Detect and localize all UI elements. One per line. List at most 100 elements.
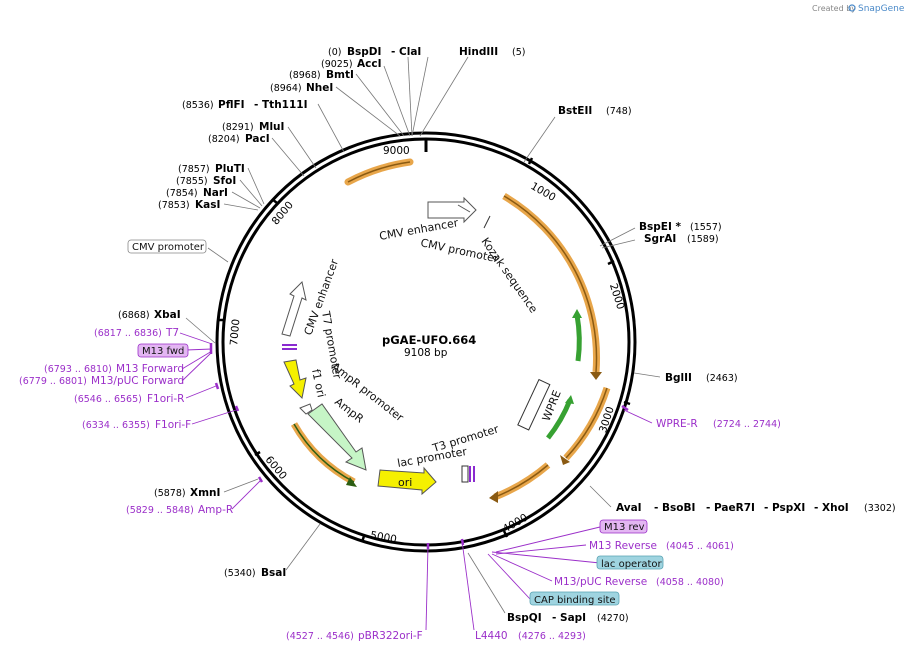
- amp-r-primer[interactable]: Amp-R: [198, 504, 233, 516]
- wpre-green-arc-1: [574, 314, 582, 362]
- cap-binding-site-box[interactable]: [529, 591, 620, 606]
- m13-reverse-primer[interactable]: M13 Reverse: [589, 540, 657, 552]
- t7-primer[interactable]: T7: [165, 327, 179, 339]
- bspdi-position: (0): [328, 47, 341, 58]
- ampr-promoter-arrow: [299, 403, 313, 415]
- xmni-site[interactable]: XmnI: [190, 487, 220, 499]
- feature-arcs: [290, 158, 611, 503]
- f1ori-f-position: (6334 .. 6355): [82, 420, 150, 431]
- m13-rev-box-label: M13 rev: [604, 522, 645, 533]
- ampr-orf-arc: [290, 422, 356, 486]
- cmv-promoter-box-label: CMV promoter: [132, 242, 205, 253]
- m13-fwd-box-label: M13 fwd: [142, 346, 184, 357]
- lac-operator-box-label: lac operator: [601, 559, 662, 570]
- sapi-site[interactable]: - SapI: [552, 612, 586, 624]
- clai-site[interactable]: - ClaI: [391, 46, 421, 58]
- sfoi-site[interactable]: SfoI: [213, 175, 236, 187]
- bglii-site[interactable]: BglII: [665, 372, 692, 384]
- bmti-position: (8968): [289, 70, 321, 81]
- f1ori-r-position: (6546 .. 6565): [74, 394, 142, 405]
- hindiii-position: (5): [512, 47, 525, 58]
- xhoi-position: (3302): [864, 503, 896, 514]
- hindiii-site[interactable]: HindIII: [459, 46, 498, 58]
- ori-arrow: [377, 466, 437, 496]
- wpre-r-primer[interactable]: WPRE-R: [656, 418, 698, 430]
- cmv-promoter-box[interactable]: [127, 239, 207, 254]
- mlui-site[interactable]: MluI: [259, 121, 284, 133]
- f1ori-f-primer[interactable]: F1ori-F: [155, 419, 191, 431]
- sfoi-position: (7855): [176, 176, 208, 187]
- f1ori-r-primer[interactable]: F1ori-R: [147, 393, 184, 405]
- tick-label-7000: 7000: [228, 318, 242, 346]
- cmv-enhancer-top-arrow: [427, 196, 477, 224]
- xmni-position: (5878): [154, 488, 186, 499]
- bspdi-site[interactable]: BspDI: [347, 46, 381, 58]
- sgrai-position: (1589): [687, 234, 719, 245]
- nari-position: (7854): [166, 188, 198, 199]
- f1-ori-arrow: [283, 359, 307, 400]
- avai-site[interactable]: AvaI: [616, 502, 642, 514]
- m13-forward-primer[interactable]: M13 Forward: [116, 363, 184, 375]
- plasmid-name: pGAE-UFO.664: [382, 333, 476, 347]
- m13-fwd-box[interactable]: [137, 343, 189, 358]
- paci-position: (8204): [208, 134, 240, 145]
- tick-label-2000: 2000: [607, 282, 627, 311]
- orf-arc-top: [344, 158, 414, 186]
- backbone-outer: [215, 131, 637, 553]
- bsai-site[interactable]: BsaI: [261, 567, 286, 579]
- paci-site[interactable]: PacI: [245, 133, 270, 145]
- wpre-r-position: (2724 .. 2744): [713, 419, 781, 430]
- pspxi-site[interactable]: - PspXI: [764, 502, 805, 514]
- inner-features: [281, 196, 551, 496]
- m13-puc-forward-position: (6779 .. 6801): [19, 376, 87, 387]
- primer-leader-lines: [179, 332, 653, 631]
- m13-forward-position: (6793 .. 6810): [44, 364, 112, 375]
- snapgene-brand: SnapGene: [858, 4, 905, 14]
- label-kozak: Kozak sequence: [479, 235, 541, 315]
- kasi-site[interactable]: KasI: [195, 199, 220, 211]
- snapgene-logo-icon: [848, 4, 856, 12]
- pflfi-site[interactable]: PflFI: [218, 99, 245, 111]
- orf-arc-top-center: [347, 161, 411, 183]
- sapi-position: (4270): [597, 613, 629, 624]
- acci-site[interactable]: AccI: [357, 58, 381, 70]
- lac-operator-box[interactable]: [596, 555, 664, 570]
- nhei-site[interactable]: NheI: [306, 82, 333, 94]
- created-by-text: Created by: [812, 4, 856, 13]
- pluti-site[interactable]: PluTI: [215, 163, 245, 175]
- primer-markers: [209, 343, 629, 549]
- nhei-position: (8964): [270, 83, 302, 94]
- label-cmv-enhancer-top: CMV enhancer: [378, 216, 459, 243]
- kasi-position: (7853): [158, 200, 190, 211]
- bspqi-site[interactable]: BspQI: [507, 612, 542, 624]
- site-leader-lines: [185, 56, 661, 614]
- label-ori: ori: [398, 476, 412, 489]
- xbai-site[interactable]: XbaI: [154, 309, 181, 321]
- acci-position: (9025): [321, 59, 353, 70]
- amp-r-position: (5829 .. 5848): [126, 505, 194, 516]
- t7-primer-position: (6817 .. 6836): [94, 328, 162, 339]
- tick-label-8000: 8000: [270, 199, 296, 227]
- sgrai-site[interactable]: SgrAI: [644, 233, 676, 245]
- nari-site[interactable]: NarI: [203, 187, 228, 199]
- bsteii-site[interactable]: BstEII: [558, 105, 592, 117]
- m13-puc-forward-primer[interactable]: M13/pUC Forward: [91, 375, 184, 387]
- pbr322ori-f-position: (4527 .. 4546): [286, 631, 354, 642]
- plasmid-length: 9108 bp: [404, 347, 448, 359]
- pbr322ori-f-primer[interactable]: pBR322ori-F: [358, 630, 423, 642]
- bsobi-site[interactable]: - BsoBI: [654, 502, 695, 514]
- paer7i-site[interactable]: - PaeR7I: [706, 502, 755, 514]
- bmti-site[interactable]: BmtI: [326, 69, 354, 81]
- xhoi-site[interactable]: - XhoI: [814, 502, 849, 514]
- tth111i-site[interactable]: - Tth111I: [254, 99, 308, 111]
- l4440-position: (4276 .. 4293): [518, 631, 586, 642]
- bspei-position: (1557): [690, 222, 722, 233]
- tick-label-5000: 5000: [369, 529, 397, 545]
- bspei-site[interactable]: BspEI *: [639, 221, 682, 233]
- wpre-box: [517, 378, 551, 431]
- m13-puc-reverse-primer[interactable]: M13/pUC Reverse: [554, 576, 647, 588]
- cap-binding-site-box-label: CAP binding site: [534, 595, 616, 606]
- l4440-primer[interactable]: L4440: [475, 630, 508, 642]
- m13-rev-box[interactable]: [599, 519, 648, 534]
- cmv-enhancer-left-arrow: [281, 281, 307, 337]
